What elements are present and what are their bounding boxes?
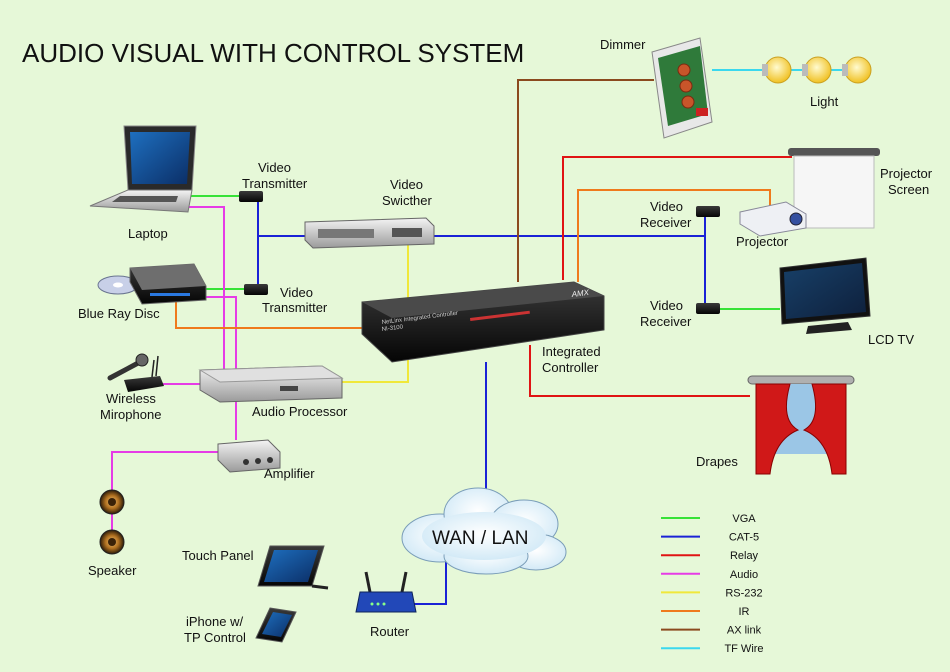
video-tx2-label-line2: Transmitter: [262, 300, 328, 315]
router-label: Router: [370, 624, 410, 639]
dimmer: [651, 37, 713, 139]
cable-ir-projector: [577, 189, 771, 282]
iphone: [255, 607, 297, 643]
projector-screen-label-line1: Projector: [880, 166, 933, 181]
bluray-label: Blue Ray Disc: [78, 306, 160, 321]
video-switcher-label-line2: Swicther: [382, 193, 433, 208]
audio-processor: [198, 365, 344, 403]
cable-relay-screen: [562, 156, 792, 280]
controller-brand-text: AMX: [570, 288, 590, 299]
drapes-label: Drapes: [696, 454, 738, 469]
legend-label-6: AX link: [727, 625, 762, 637]
amplifier-label: Amplifier: [264, 466, 315, 481]
cable-audio-laptop: [186, 206, 225, 370]
audio-processor-label: Audio Processor: [252, 404, 348, 419]
wireless-microphone: [107, 353, 164, 392]
controller-model-text: NI-3100: [382, 324, 405, 333]
projector-screen: [788, 148, 880, 229]
laptop-label: Laptop: [128, 226, 168, 241]
video-rx1-label-line1: Video: [650, 199, 683, 214]
legend-label-2: Relay: [730, 550, 759, 562]
dimmer-label: Dimmer: [600, 37, 646, 52]
light-bulb-1: [762, 56, 792, 84]
video-tx1-label-line2: Transmitter: [242, 176, 308, 191]
legend-label-1: CAT-5: [729, 532, 759, 544]
video-receiver-1: [696, 206, 720, 217]
controller-label-line2: Controller: [542, 360, 599, 375]
legend-label-5: IR: [739, 606, 750, 618]
wan-label: WAN / LAN: [432, 528, 528, 549]
cable-relay-drapes: [529, 345, 750, 397]
iphone-label-line2: TP Control: [184, 630, 246, 645]
projector: [739, 201, 807, 237]
laptop: [89, 125, 197, 213]
iphone-label-line1: iPhone w/: [186, 614, 243, 629]
cable-ir-bluray: [175, 300, 365, 329]
speaker-label: Speaker: [88, 563, 137, 578]
legend-label-3: Audio: [730, 569, 758, 581]
video-receiver-2: [696, 303, 720, 314]
microphone-label-line2: Mirophone: [100, 407, 161, 422]
diagram-title: AUDIO VISUAL WITH CONTROL SYSTEM: [22, 38, 524, 68]
legend-label-0: VGA: [732, 513, 756, 525]
video-switcher-label-line1: Video: [390, 177, 423, 192]
video-tx1-label-line1: Video: [258, 160, 291, 175]
cable-cat5-router: [412, 560, 447, 605]
video-rx2-label-line2: Receiver: [640, 314, 692, 329]
cable-audio-speaker: [111, 451, 220, 492]
integrated-controller: NetLinx Integrated Controller NI-3100 AM…: [361, 281, 605, 363]
drapes: [747, 375, 855, 475]
cable-audio-bluray: [205, 296, 237, 370]
video-tx2-label-line1: Video: [280, 285, 313, 300]
projector-label: Projector: [736, 234, 789, 249]
video-transmitter-2: [244, 284, 268, 295]
legend-label-4: RS-232: [725, 587, 762, 599]
router: [355, 571, 417, 613]
legend-label-7: TF Wire: [724, 643, 763, 655]
light-label: Light: [810, 94, 839, 109]
controller-label-line1: Integrated: [542, 344, 601, 359]
touch-panel: [257, 545, 329, 590]
video-rx1-label-line2: Receiver: [640, 215, 692, 230]
video-switcher: [304, 217, 435, 249]
light-bulb-2: [802, 56, 832, 84]
touch-panel-label: Touch Panel: [182, 548, 254, 563]
bluray-player: [97, 263, 207, 305]
projector-screen-label-line2: Screen: [888, 182, 929, 197]
video-rx2-label-line1: Video: [650, 298, 683, 313]
lcd-tv-label: LCD TV: [868, 332, 914, 347]
lcd-tv: [779, 257, 871, 334]
microphone-label-line1: Wireless: [106, 391, 156, 406]
cable-rs232-audio: [342, 352, 409, 383]
speaker-bottom: [99, 529, 125, 555]
cable-axlink-dimmer: [517, 79, 654, 282]
wan-cloud: [401, 487, 567, 575]
cable-cat5-tx1: [257, 198, 305, 237]
light-bulb-3: [842, 56, 872, 84]
video-transmitter-1: [239, 191, 263, 202]
speaker-top: [99, 489, 125, 515]
amplifier: [217, 439, 281, 473]
